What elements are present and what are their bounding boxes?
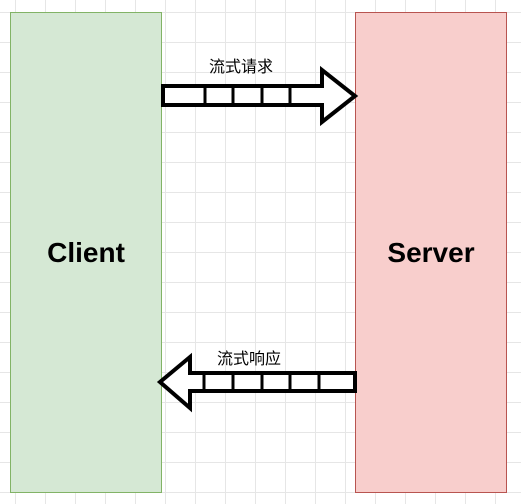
response-arrow-body: [156, 352, 357, 413]
response-arrow-label: 流式响应: [217, 349, 282, 368]
server-box: Server: [355, 12, 507, 493]
client-box: Client: [10, 12, 162, 493]
server-label: Server: [387, 236, 475, 268]
request-arrow-body: [161, 65, 359, 127]
request-arrow-label: 流式请求: [209, 57, 274, 76]
client-label: Client: [47, 236, 125, 268]
